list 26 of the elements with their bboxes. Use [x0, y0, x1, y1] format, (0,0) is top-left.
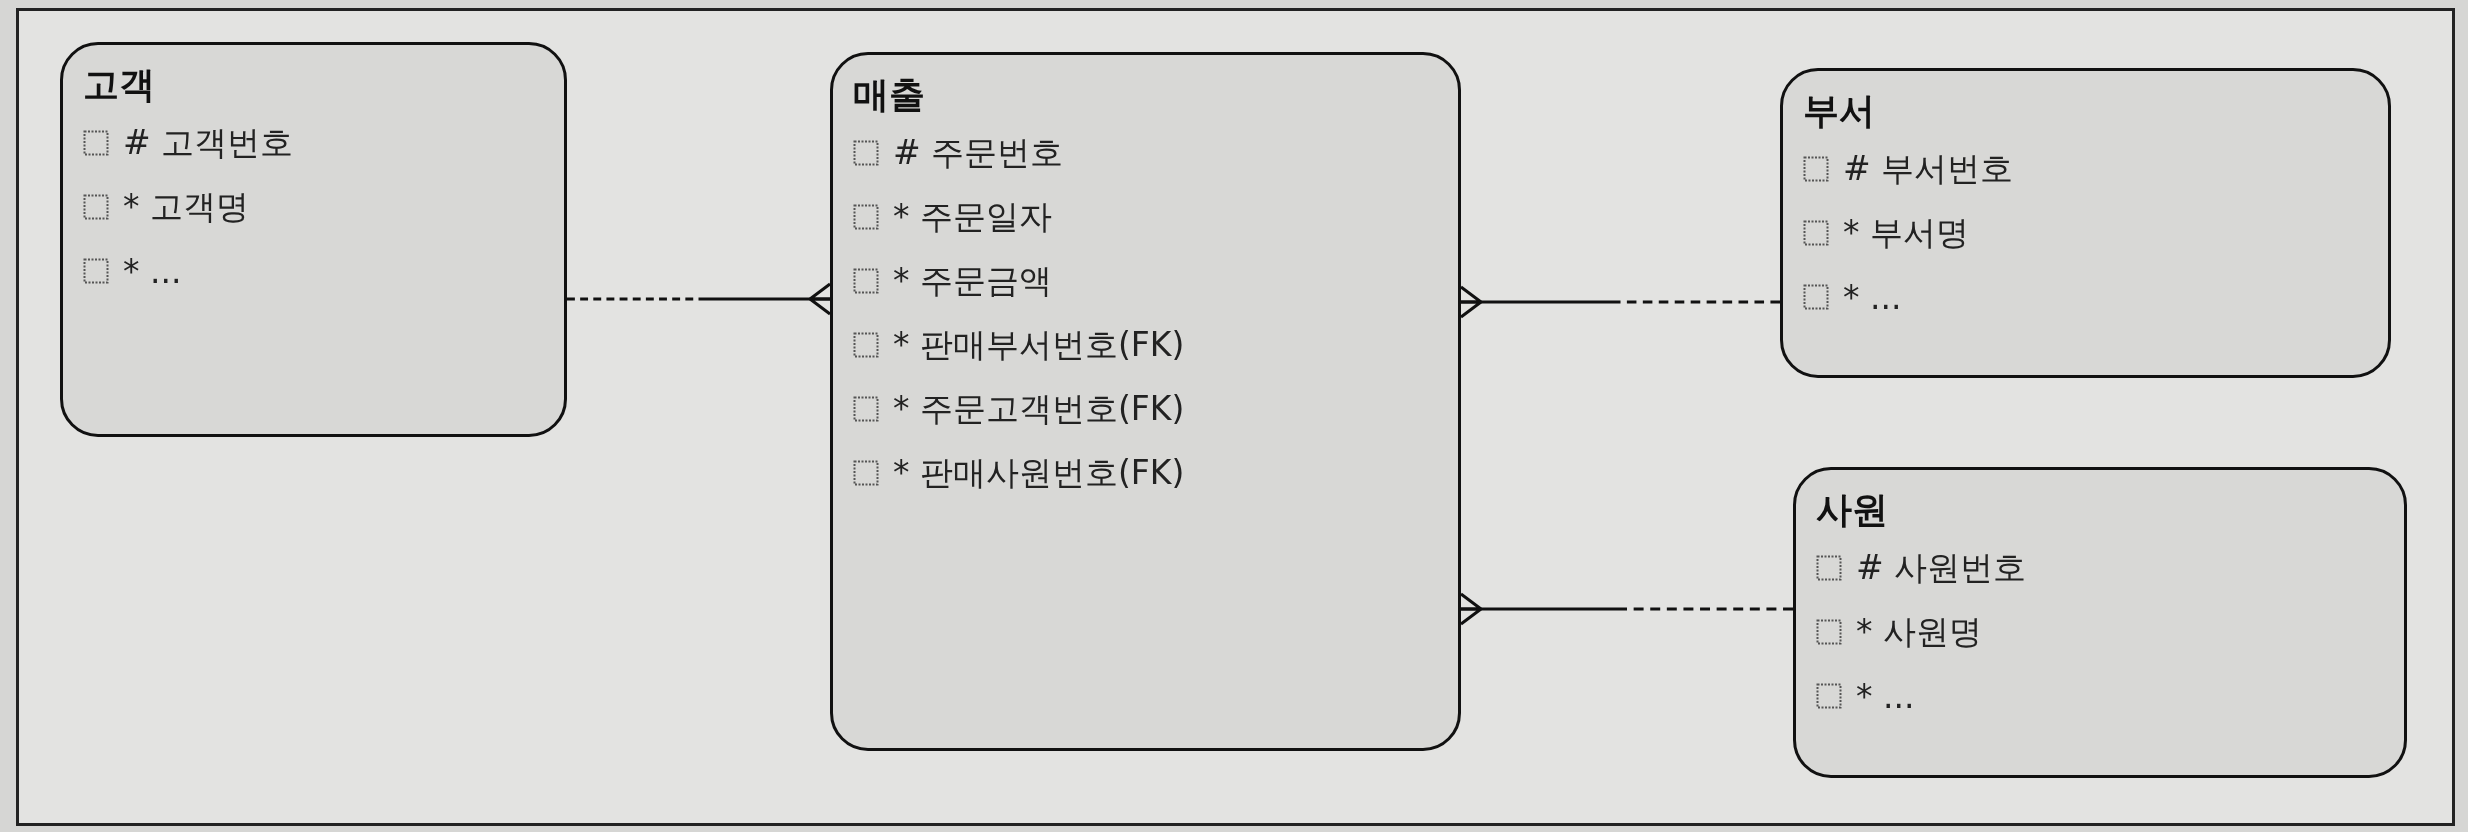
relationship-line	[1459, 592, 1793, 626]
attribute-text: * ...	[1856, 676, 1915, 716]
entity-box	[1780, 68, 2391, 378]
relationship-line	[1459, 285, 1780, 319]
attribute-text: * 사원명	[1856, 610, 1982, 653]
entity-name: 부서	[1803, 89, 1875, 133]
attribute-text: * ...	[1843, 277, 1902, 317]
entity-box	[60, 42, 567, 437]
attribute-text: * 주문고객번호(FK)	[893, 387, 1185, 430]
entity-box	[830, 52, 1461, 751]
attribute-text: # 고객번호	[123, 121, 294, 164]
attribute-text: * 주문금액	[893, 259, 1052, 302]
attribute-text: # 부서번호	[1843, 147, 2014, 190]
attribute-text: * 주문일자	[893, 195, 1052, 238]
attribute-text: # 주문번호	[893, 131, 1064, 174]
entity-box	[1793, 467, 2407, 778]
entity-name: 사원	[1816, 488, 1888, 532]
attribute-text: * 판매부서번호(FK)	[893, 323, 1185, 366]
attribute-text: * ...	[123, 251, 182, 291]
attribute-text: * 판매사원번호(FK)	[893, 451, 1185, 494]
entity-name: 고객	[83, 63, 155, 107]
relationship-line	[567, 282, 832, 316]
entity-name: 매출	[853, 73, 925, 117]
attribute-text: * 부서명	[1843, 211, 1969, 254]
attribute-text: # 사원번호	[1856, 546, 2027, 589]
attribute-text: * 고객명	[123, 185, 249, 228]
